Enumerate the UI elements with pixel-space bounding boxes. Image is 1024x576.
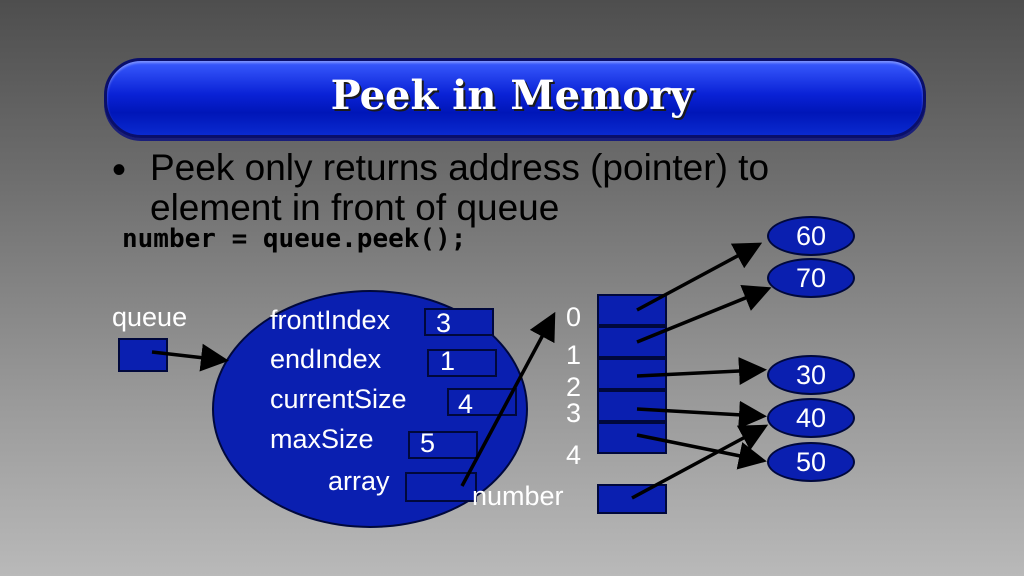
field-label-currentSize: currentSize bbox=[270, 384, 407, 414]
array-cell-1 bbox=[597, 326, 667, 358]
arrow-cell2-to-30 bbox=[636, 357, 767, 386]
queue-label: queue bbox=[112, 302, 188, 332]
value-node-30: 30 bbox=[767, 355, 855, 395]
field-box-frontIndex bbox=[424, 308, 494, 336]
field-value-frontIndex: 3 bbox=[436, 308, 452, 338]
bullet-text: Peek only returns address (pointer) to e… bbox=[150, 147, 770, 228]
arrow-array-to-cells bbox=[460, 311, 556, 487]
field-value-currentSize: 4 bbox=[458, 389, 474, 419]
bullet-icon: • bbox=[112, 148, 127, 192]
number-pointer-box bbox=[597, 484, 667, 514]
array-cell-3 bbox=[597, 390, 667, 422]
value-node-70: 70 bbox=[767, 258, 855, 298]
value-node-50: 50 bbox=[767, 442, 855, 482]
array-index-4: 4 bbox=[566, 440, 582, 470]
array-index-1: 1 bbox=[566, 340, 582, 370]
arrow-cell0-to-60 bbox=[636, 242, 763, 312]
field-label-frontIndex: frontIndex bbox=[270, 305, 391, 335]
arrow-cell3-to-40 bbox=[636, 400, 767, 429]
arrow-cell1-to-70 bbox=[636, 284, 772, 344]
field-label-endIndex: endIndex bbox=[270, 344, 382, 374]
array-index-3: 3 bbox=[566, 398, 582, 428]
value-node-40: 40 bbox=[767, 398, 855, 438]
slide-title: Peek in Memory bbox=[330, 72, 694, 119]
value-node-60: 60 bbox=[767, 216, 855, 256]
field-label-array: array bbox=[328, 466, 390, 496]
title-bar bbox=[104, 58, 926, 138]
field-box-currentSize bbox=[447, 388, 517, 416]
field-box-endIndex bbox=[427, 349, 497, 377]
field-value-endIndex: 1 bbox=[440, 346, 456, 376]
code-line: number = queue.peek(); bbox=[122, 224, 467, 254]
array-index-0: 0 bbox=[566, 302, 582, 332]
array-index-2: 2 bbox=[566, 372, 582, 402]
arrow-number-to-40 bbox=[631, 424, 769, 500]
field-box-maxSize bbox=[408, 431, 478, 459]
field-box-array bbox=[405, 472, 477, 502]
field-label-maxSize: maxSize bbox=[270, 424, 374, 454]
arrow-cell4-to-50 bbox=[636, 433, 767, 470]
field-value-maxSize: 5 bbox=[420, 428, 436, 458]
number-label: number bbox=[472, 481, 564, 511]
arrow-queue-to-object bbox=[151, 343, 229, 372]
